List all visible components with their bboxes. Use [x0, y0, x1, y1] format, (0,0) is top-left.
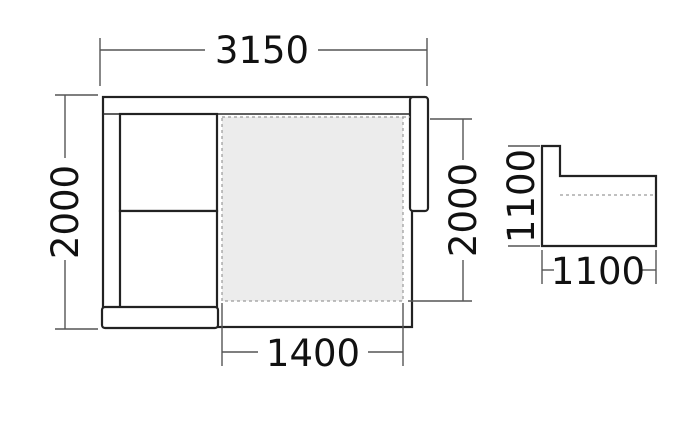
- label-profile-width: 1100: [551, 250, 645, 293]
- profile-outline: [540, 144, 658, 248]
- front-base-cushion: [100, 305, 220, 330]
- seat-cushion-bottom: [118, 209, 219, 312]
- right-arm: [408, 95, 430, 213]
- label-left-depth: 2000: [44, 165, 87, 259]
- dimension-bed-width: 1400: [221, 303, 404, 375]
- dimension-profile-height: 1100: [500, 145, 543, 247]
- sofa-side-profile: [540, 144, 658, 248]
- sofa-plan-view: [100, 95, 430, 330]
- dimension-profile-width: 1100: [541, 250, 657, 293]
- label-bed-depth: 2000: [442, 163, 485, 257]
- dimension-total-width: 3150: [99, 29, 428, 86]
- label-total-width: 3150: [215, 29, 309, 72]
- label-profile-height: 1100: [500, 149, 543, 243]
- seat-cushion-top: [118, 112, 219, 213]
- bed-area: [221, 116, 404, 302]
- dimension-bed-depth: 2000: [408, 118, 485, 302]
- label-bed-width: 1400: [266, 332, 360, 375]
- dimension-left-depth: 2000: [44, 94, 98, 330]
